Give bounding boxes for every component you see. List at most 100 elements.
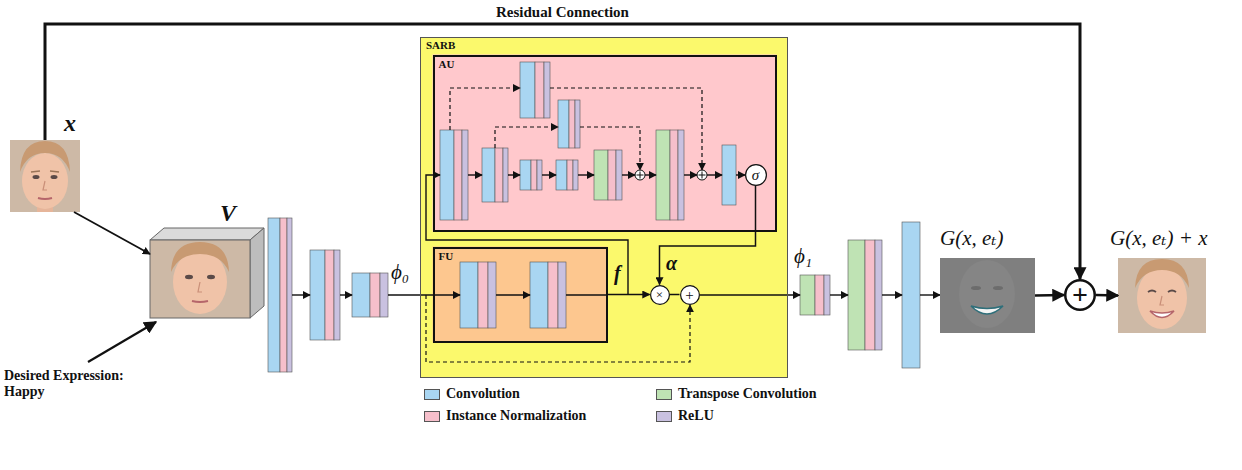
- layer-stack: [670, 130, 678, 220]
- layer-stack: [531, 160, 537, 190]
- layer-stack: [325, 250, 334, 340]
- node-label: +: [680, 285, 700, 305]
- skip-wire: [426, 88, 702, 362]
- node-label: x: [64, 110, 76, 138]
- flow-wire: [508, 174, 520, 175]
- flow-wire: [645, 174, 656, 175]
- node-label: SARB: [426, 39, 455, 52]
- node-label: FU: [439, 250, 454, 263]
- node-label: G(x, eₜ): [940, 226, 1003, 250]
- flow-wire: [340, 294, 352, 295]
- face-illustration: [43, 181, 47, 190]
- flow-wire: [542, 174, 556, 175]
- multiply-circle: ×: [650, 285, 670, 305]
- residual-image: [959, 260, 1015, 328]
- layer-stack: [495, 148, 503, 202]
- flow-wire: [700, 294, 800, 295]
- layer-stack: [558, 100, 569, 148]
- layer-stack: [575, 100, 580, 148]
- flow-wire: [292, 294, 310, 295]
- flow-wire: [292, 175, 940, 295]
- layer-stack: [460, 262, 478, 328]
- connector: [608, 294, 650, 296]
- circle-outline: [650, 285, 669, 304]
- face-illustration: [10, 140, 80, 212]
- flow-wire: [496, 294, 530, 295]
- output-face: [1118, 258, 1206, 333]
- output-face: [1137, 267, 1187, 329]
- layer-stack: [482, 148, 495, 202]
- condition-label: Desired Expression: Happy: [4, 368, 128, 400]
- node-label: σ: [745, 164, 767, 186]
- add-symbol: [697, 170, 707, 180]
- legend-label: Transpose Convolution: [678, 386, 817, 402]
- layer-stack: [902, 222, 920, 368]
- layer-stack: [488, 262, 496, 328]
- layer-stack: [544, 62, 550, 118]
- layer-stack: [558, 262, 566, 328]
- input-volume: [150, 240, 250, 318]
- input-volume: [192, 301, 208, 302]
- face-illustration: [20, 141, 70, 172]
- layer-stack: [865, 240, 875, 350]
- layer-stack: [848, 240, 865, 350]
- flow-wire: [622, 174, 635, 175]
- node-label: ×: [650, 285, 670, 305]
- edge-label: Residual Connection: [496, 4, 629, 21]
- flow-wire: [920, 294, 940, 295]
- region-fill: [420, 37, 788, 378]
- attention-unit: AUσ: [433, 55, 777, 232]
- layer-stack: [462, 130, 468, 220]
- layer-stack: [334, 250, 340, 340]
- layer-stack: [815, 275, 824, 315]
- layer-stack: [537, 160, 542, 190]
- face-illustration: [10, 140, 80, 212]
- legend-item: Instance Normalization: [424, 408, 586, 424]
- residual-image: [971, 286, 981, 290]
- add-symbol: [635, 170, 707, 180]
- input-volume: [185, 275, 193, 279]
- node-label: V: [220, 200, 236, 228]
- flow-wire: [830, 294, 848, 295]
- legend-label: Instance Normalization: [446, 408, 586, 424]
- layer-stack: [280, 218, 287, 372]
- skip-wire: [426, 295, 690, 362]
- skip-wire: [580, 127, 640, 170]
- layer-stack: [520, 62, 535, 118]
- feature-symbol: ϕ₀: [391, 260, 409, 285]
- flow-wire: [566, 294, 608, 295]
- flow-wire: [882, 294, 902, 295]
- feature-symbol: ϕ₁: [794, 244, 812, 269]
- layer-stack: [352, 273, 370, 317]
- output-face: [1150, 311, 1174, 318]
- face-illustration: [38, 198, 52, 199]
- flow-wire: [684, 174, 697, 175]
- legend-item: Transpose Convolution: [656, 386, 817, 402]
- output-face: [1135, 259, 1189, 288]
- layer-stack: [824, 275, 830, 315]
- block-region: SARB AUσFU × +: [420, 37, 788, 378]
- layer-stack: [268, 62, 920, 372]
- output-face: [1148, 291, 1176, 293]
- residual-image: G(x, eₜ): [940, 258, 1035, 333]
- input-volume: [207, 275, 215, 279]
- connector-layer: [45, 24, 1118, 296]
- layer-stack: [800, 275, 815, 315]
- layer-stack: [535, 62, 544, 118]
- face-illustration: [51, 175, 58, 179]
- input-volume: [171, 242, 229, 272]
- input-image: x: [10, 140, 80, 212]
- flow-wire: [578, 174, 594, 175]
- layer-stack: [520, 160, 531, 190]
- region-fill: [420, 37, 788, 378]
- legend-item: Convolution: [424, 386, 520, 402]
- sigmoid-circle: σ: [745, 164, 767, 186]
- layer-stack: [454, 130, 462, 220]
- input-volume: [150, 228, 264, 240]
- expression-arrow: [88, 322, 156, 362]
- layer-stack: [567, 160, 573, 190]
- skip-wire: [450, 88, 520, 130]
- flow-wire: [707, 174, 722, 175]
- flow-wire: [468, 174, 482, 175]
- add-circle: +: [1064, 279, 1096, 311]
